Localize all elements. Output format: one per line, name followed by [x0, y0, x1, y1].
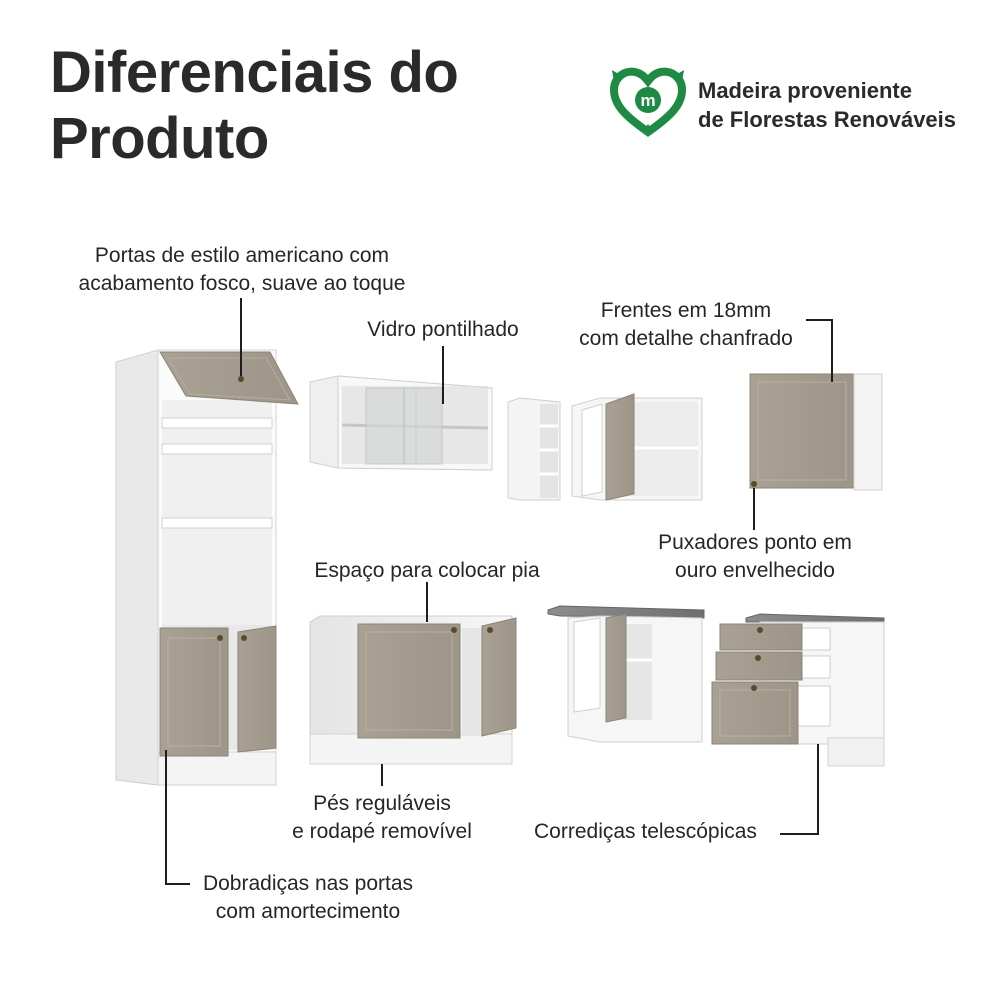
handle-knob	[755, 655, 761, 661]
callout-frentes: Frentes em 18mm com detalhe chanfrado	[566, 297, 806, 353]
handle-knob	[751, 685, 757, 691]
callout-puxadores-line1: Puxadores ponto em	[658, 531, 852, 554]
handle-knob	[238, 376, 244, 382]
handle-knob	[751, 481, 757, 487]
handle-knob	[451, 627, 457, 633]
glass-wall-cabinet	[309, 375, 493, 471]
page-title-line1: Diferenciais do	[50, 40, 459, 105]
leader-lines	[165, 298, 833, 885]
recycle-logo-icon: m	[609, 67, 687, 137]
handle-knob	[217, 635, 223, 641]
callout-pes: Pés reguláveis e rodapé removível	[284, 790, 480, 846]
callout-portas-line2: acabamento fosco, suave ao toque	[78, 272, 406, 295]
drawer-base-cabinet	[711, 613, 885, 767]
callout-corredicas-line1: Corrediças telescópicas	[534, 820, 757, 843]
sink-base-cabinet	[309, 615, 517, 765]
leader-dobradicas	[165, 750, 190, 885]
callout-puxadores: Puxadores ponto em ouro envelhecido	[648, 529, 862, 585]
callout-portas: Portas de estilo americano com acabament…	[62, 242, 422, 298]
page-title-line2: Produto	[50, 106, 269, 171]
page-title: Diferenciais do Produto	[50, 40, 459, 172]
callout-dobradicas: Dobradiças nas portas com amortecimento	[192, 870, 424, 926]
corner-base-cabinet	[547, 605, 705, 743]
badge-line2: de Florestas Renováveis	[698, 107, 957, 132]
callout-espaco-line1: Espaço para colocar pia	[314, 559, 540, 582]
logo-letter: m	[640, 91, 655, 110]
callout-pes-line2: e rodapé removível	[292, 820, 472, 843]
callout-dobradicas-line2: com amortecimento	[215, 900, 401, 923]
handle-knob	[487, 627, 493, 633]
leader-frentes	[806, 319, 833, 382]
tower-cabinet	[115, 349, 299, 786]
handle-knob	[757, 627, 763, 633]
callout-pes-line1: Pés reguláveis	[313, 792, 451, 815]
narrow-open-shelf	[507, 397, 561, 501]
corner-wall-cabinet	[571, 393, 703, 501]
handle-knob	[241, 635, 247, 641]
badge-line1: Madeira proveniente	[698, 78, 912, 103]
callout-puxadores-line2: ouro envelhecido	[675, 559, 835, 582]
callout-frentes-line2: com detalhe chanfrado	[579, 327, 793, 350]
leader-corredicas	[780, 744, 819, 835]
callout-vidro-line1: Vidro pontilhado	[367, 318, 519, 341]
closed-wall-cabinet	[749, 373, 883, 491]
callout-frentes-line1: Frentes em 18mm	[600, 299, 772, 322]
callout-portas-line1: Portas de estilo americano com	[94, 244, 390, 267]
callout-corredicas: Corrediças telescópicas	[534, 818, 757, 846]
callout-espaco: Espaço para colocar pia	[300, 557, 554, 585]
callout-dobradicas-line1: Dobradiças nas portas	[202, 872, 414, 895]
callout-vidro: Vidro pontilhado	[342, 316, 544, 344]
sustainability-badge: Madeira proveniente de Florestas Renováv…	[698, 76, 956, 134]
